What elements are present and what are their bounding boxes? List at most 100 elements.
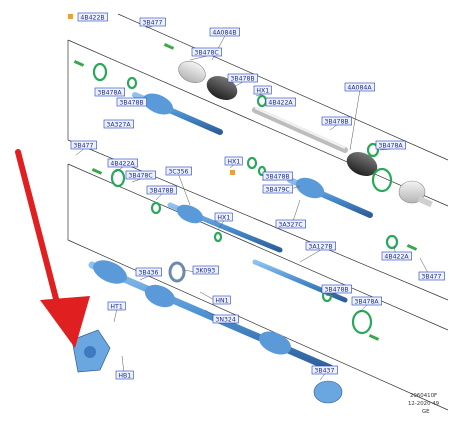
part-label-l_4b422a_left: 4B422A (107, 158, 138, 167)
mid-boot-left (176, 204, 204, 224)
top-cv-joint-left (178, 60, 206, 84)
label-box (103, 119, 134, 129)
label-box (192, 265, 219, 275)
label-text: 3B478A (354, 298, 379, 305)
label-box (351, 296, 382, 306)
mid-boot-right (295, 177, 325, 199)
leader-l_3a127b (299, 249, 321, 263)
label-text: 3A327A (106, 121, 131, 128)
part-label-l_4b422a_top: 4B422A (265, 97, 296, 106)
label-text: 3B478B (265, 173, 289, 180)
top-boot-right (346, 152, 378, 176)
label-text: 3N324 (215, 316, 235, 323)
part-label-l_3a327c: 3A327C (275, 219, 306, 228)
part-labels: 4B422B 3B477 4A084B 3B478C 3B478B HX1 4B422A 4A… (70, 12, 445, 380)
label-box (191, 47, 222, 57)
leader-l_4a084a (349, 90, 361, 151)
label-text: 3B477 (142, 19, 162, 26)
label-box (94, 87, 125, 97)
ring-2 (126, 76, 138, 90)
label-box (70, 140, 97, 150)
part-label-l_3b477_left: 3B477 (70, 140, 97, 150)
panel-line-top-2 (67, 39, 449, 207)
leader-l_hx1_mid (229, 164, 234, 169)
part-label-l_hx1_mid: HX1 (224, 156, 243, 165)
part-label-l_3b478b_left: 3B478B (116, 97, 147, 106)
label-text: 3B478C (194, 49, 218, 56)
green-tag-4 (406, 244, 418, 251)
leader-l_4b422a_left (115, 166, 123, 173)
label-text: 3A327C (278, 221, 302, 228)
part-label-l_3k093: 3K093 (192, 265, 219, 275)
label-text: 3B478B (324, 286, 348, 293)
footer-code: 2060410F (410, 393, 437, 399)
label-box (262, 171, 293, 181)
ring-7 (150, 201, 162, 215)
panel-outlines (67, 13, 449, 411)
label-box (77, 12, 108, 22)
red-arrow-head (40, 296, 90, 348)
top-shaft-bar (252, 107, 348, 153)
label-text: HX1 (227, 158, 240, 165)
ring-11 (351, 309, 373, 335)
ul-boot (142, 93, 174, 115)
low-shaft-bar (88, 261, 334, 372)
part-label-l_3b478a_left: 3B478A (94, 87, 125, 97)
label-box (418, 271, 445, 281)
leader-l_3b436 (139, 275, 149, 281)
label-box (125, 170, 156, 180)
label-text: HX1 (217, 214, 230, 221)
label-box (146, 185, 177, 195)
part-label-l_3b478b_mid: 3B478B (321, 116, 352, 126)
label-text: 3B478B (324, 118, 348, 125)
label-box (135, 267, 162, 277)
label-text: 3B477 (73, 142, 93, 149)
part-label-l_3b478a_right: 3B478A (375, 140, 406, 150)
leader-l_3b478a_low (359, 304, 367, 313)
panel-line-mid-2 (67, 163, 449, 331)
ring-1 (92, 62, 108, 82)
label-box (321, 284, 352, 294)
red-arrow-shaft (15, 149, 65, 325)
label-text: HN1 (215, 297, 228, 304)
label-text: 4A084A (347, 84, 372, 91)
top-stub-right (417, 195, 433, 208)
part-label-l_3a127b: 3A127B (305, 241, 336, 251)
low-boot-right (258, 331, 292, 355)
green-tags (73, 43, 418, 341)
ring-5 (371, 167, 393, 193)
leader-l_3b437 (319, 373, 325, 381)
label-text: HT1 (110, 303, 122, 310)
panel-line-top-1 (117, 13, 449, 161)
part-label-l_3b478b_left2: 3B478B (146, 185, 177, 195)
label-box (253, 85, 272, 95)
leader-l_3b478b_left2 (155, 193, 162, 201)
leader-l_3b477_left (75, 148, 84, 156)
leader-l_3b478b_mid (329, 124, 337, 131)
low-boot-mid (144, 284, 176, 308)
label-text: 3C356 (168, 168, 188, 175)
upper-left-shaft (132, 92, 223, 135)
label-text: 3B477 (421, 273, 441, 280)
orange-markers (68, 14, 235, 175)
leader-l_3b477_top (145, 25, 153, 29)
part-label-l_3a327a: 3A327A (103, 119, 134, 129)
ring-12 (385, 234, 399, 250)
label-text: 4B422B (80, 14, 104, 21)
label-text: 4B422A (110, 160, 135, 167)
orange-marker-1 (68, 14, 73, 19)
label-box (212, 295, 231, 305)
part-label-l_hx1_low: HX1 (214, 212, 233, 221)
leader-l_3b478b_low (325, 292, 337, 297)
label-box (375, 140, 406, 150)
part-label-l_4a084b: 4A084B (209, 27, 240, 37)
part-label-l_3b436: 3B436 (135, 267, 162, 277)
label-box (321, 116, 352, 126)
label-text: 4B422A (384, 253, 409, 260)
label-box (305, 241, 336, 251)
low-cv-right (313, 380, 343, 404)
label-box (212, 314, 239, 324)
leader-l_hx1_top (255, 93, 263, 97)
part-label-l_3b477_top: 3B477 (139, 17, 166, 27)
